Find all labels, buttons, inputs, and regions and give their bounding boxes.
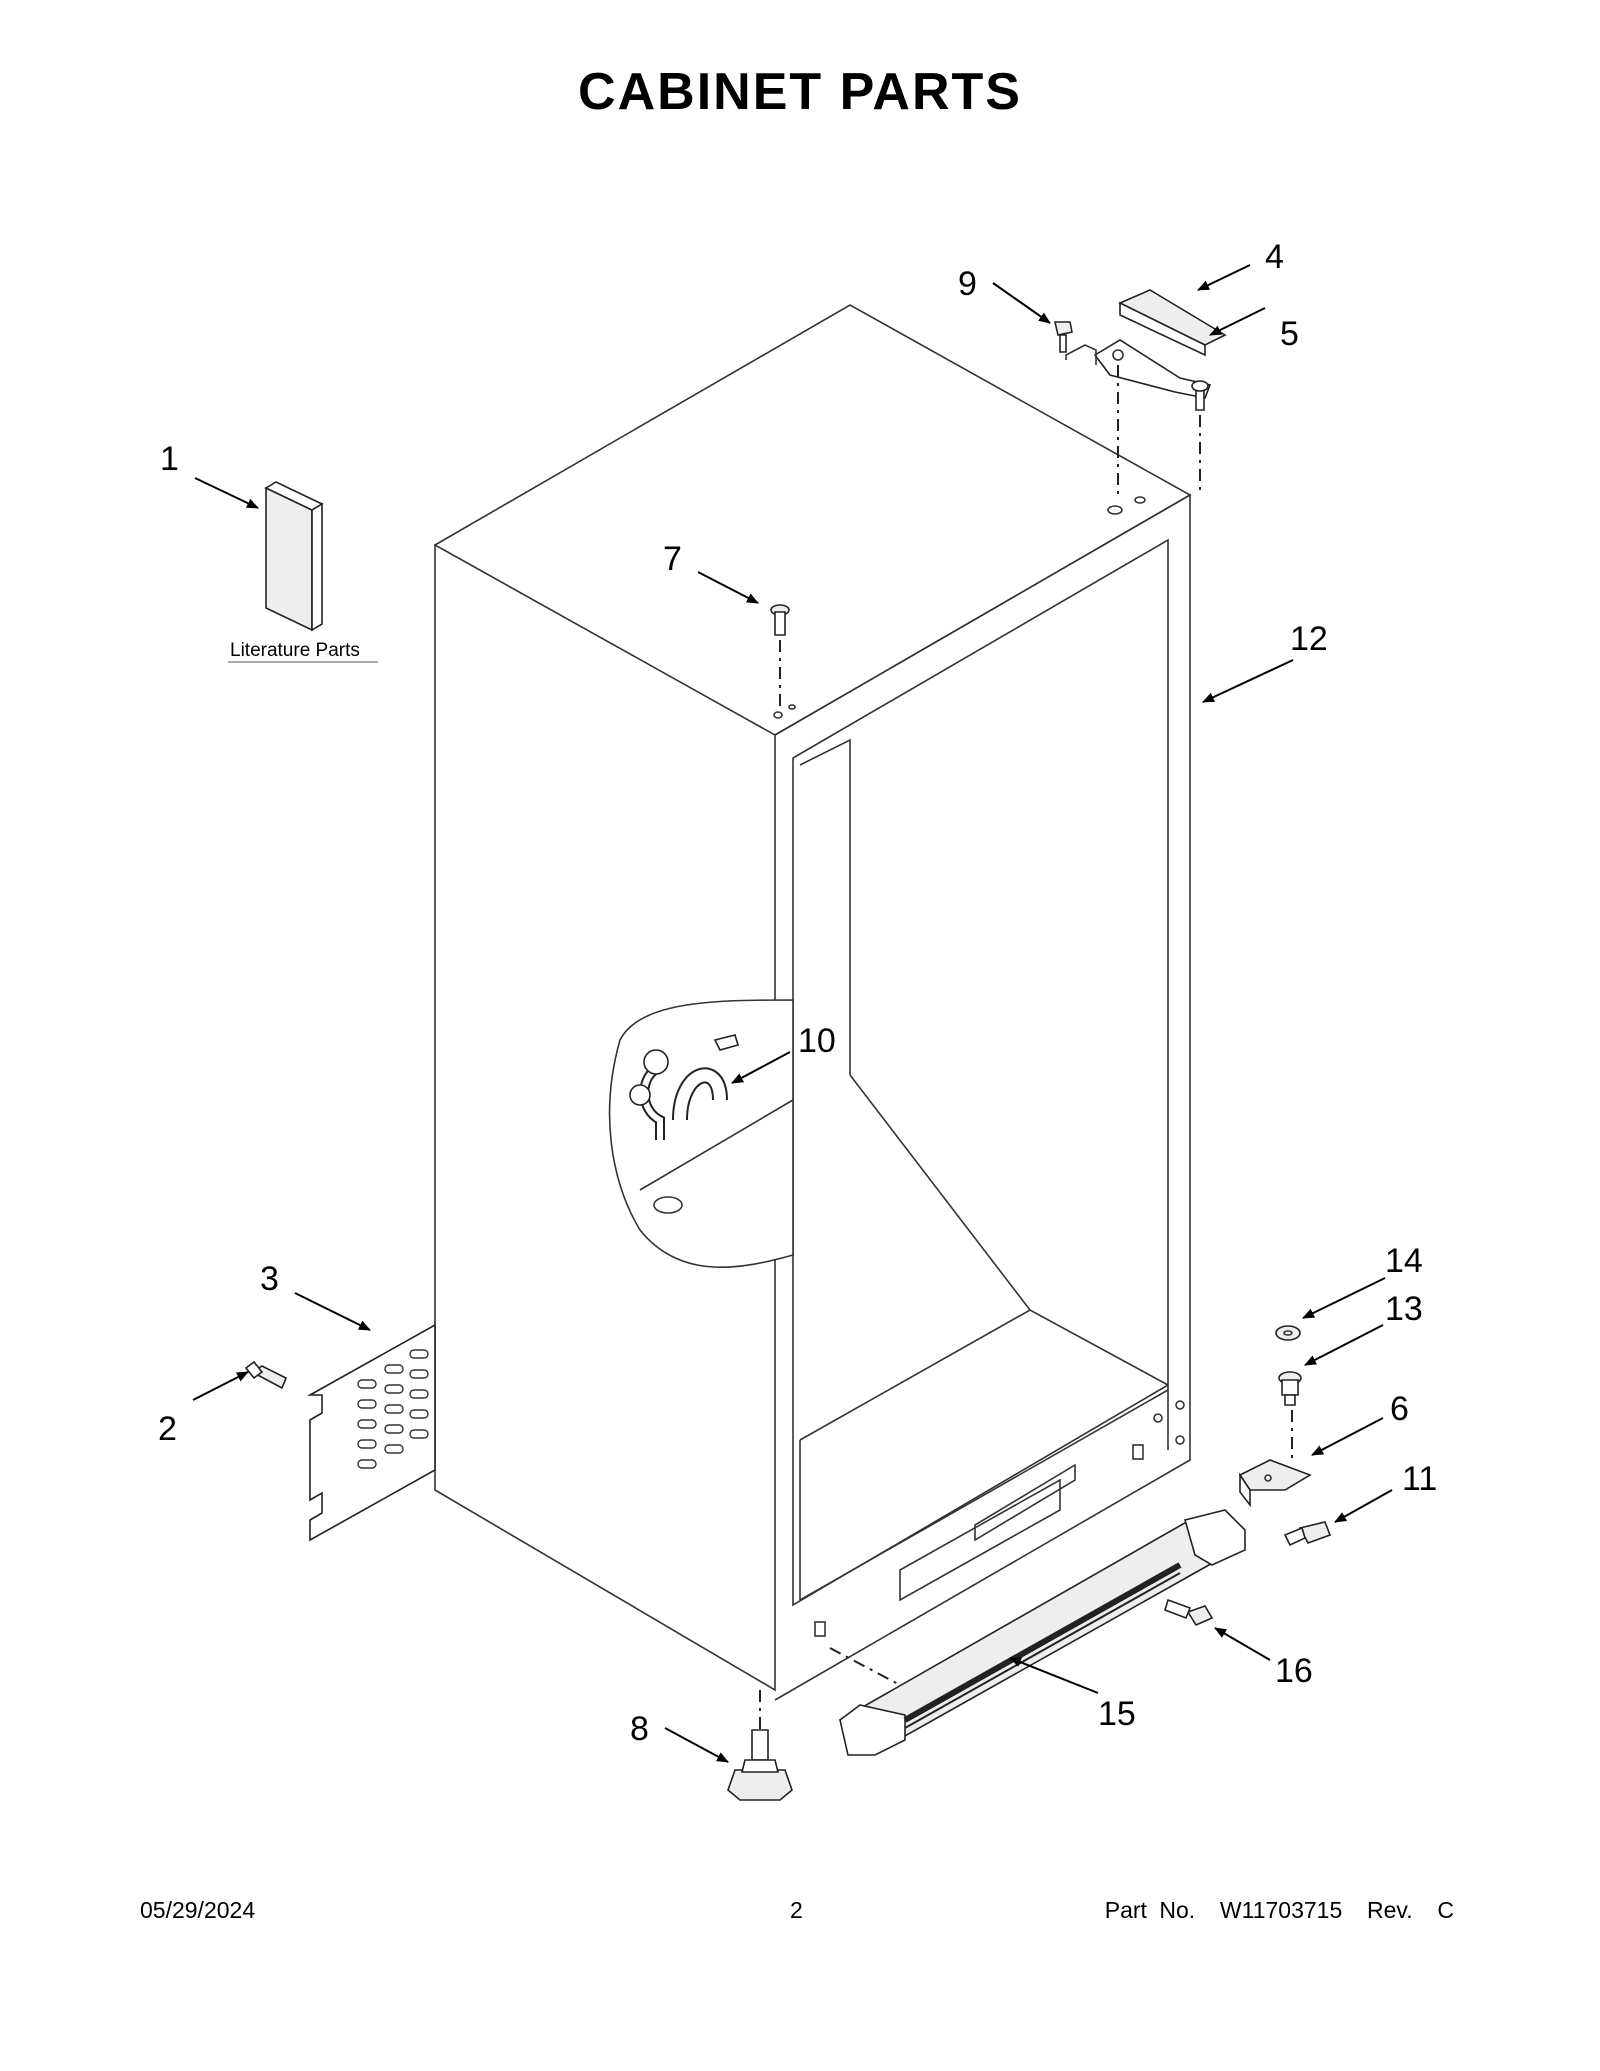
- bottom-hinge: [1238, 1459, 1312, 1508]
- literature-parts-label: Literature Parts: [230, 640, 360, 661]
- callout-16: 16: [1275, 1652, 1313, 1690]
- hinge-screw: [1053, 321, 1073, 353]
- callout-8: 8: [630, 1710, 649, 1748]
- callout-9: 9: [958, 265, 977, 303]
- callout-14: 14: [1385, 1242, 1423, 1280]
- base-grille: [838, 1509, 1247, 1756]
- rear-grille-panel: [306, 1323, 436, 1542]
- callout-11: 11: [1402, 1460, 1437, 1498]
- callout-12: 12: [1290, 620, 1328, 658]
- footer-date: 05/29/2024: [140, 1897, 256, 1923]
- hinge-washer: [1275, 1325, 1301, 1341]
- cabinet: [433, 304, 1192, 1701]
- callout-5: 5: [1280, 315, 1299, 353]
- callout-13: 13: [1385, 1290, 1423, 1328]
- callout-10: 10: [798, 1022, 836, 1060]
- callout-2: 2: [158, 1410, 177, 1448]
- footer-part-number: Part No. W11703715 Rev. C: [1104, 1897, 1454, 1923]
- callout-7: 7: [663, 540, 682, 578]
- callout-1: 1: [160, 440, 179, 478]
- callout-15: 15: [1098, 1695, 1136, 1733]
- callout-6: 6: [1390, 1390, 1409, 1428]
- page-title: CABINET PARTS: [578, 63, 1022, 121]
- leveling-leg: [727, 1690, 793, 1801]
- top-hinge: [1093, 339, 1212, 411]
- top-pin: [770, 604, 790, 636]
- hinge-bolt: [1283, 1521, 1332, 1547]
- drain-detail-bubble: [608, 999, 794, 1269]
- drain-tube: [629, 1034, 740, 1140]
- hinge-pin: [1278, 1371, 1302, 1406]
- literature-parts: [228, 481, 378, 663]
- leader-arrows: [192, 264, 1393, 1763]
- callout-4: 4: [1265, 238, 1284, 276]
- footer-page-number: 2: [790, 1897, 803, 1923]
- callout-3: 3: [260, 1260, 279, 1298]
- hinge-cover: [1118, 289, 1227, 357]
- grille-screw: [244, 1360, 288, 1390]
- grille-screw-16: [1164, 1598, 1214, 1627]
